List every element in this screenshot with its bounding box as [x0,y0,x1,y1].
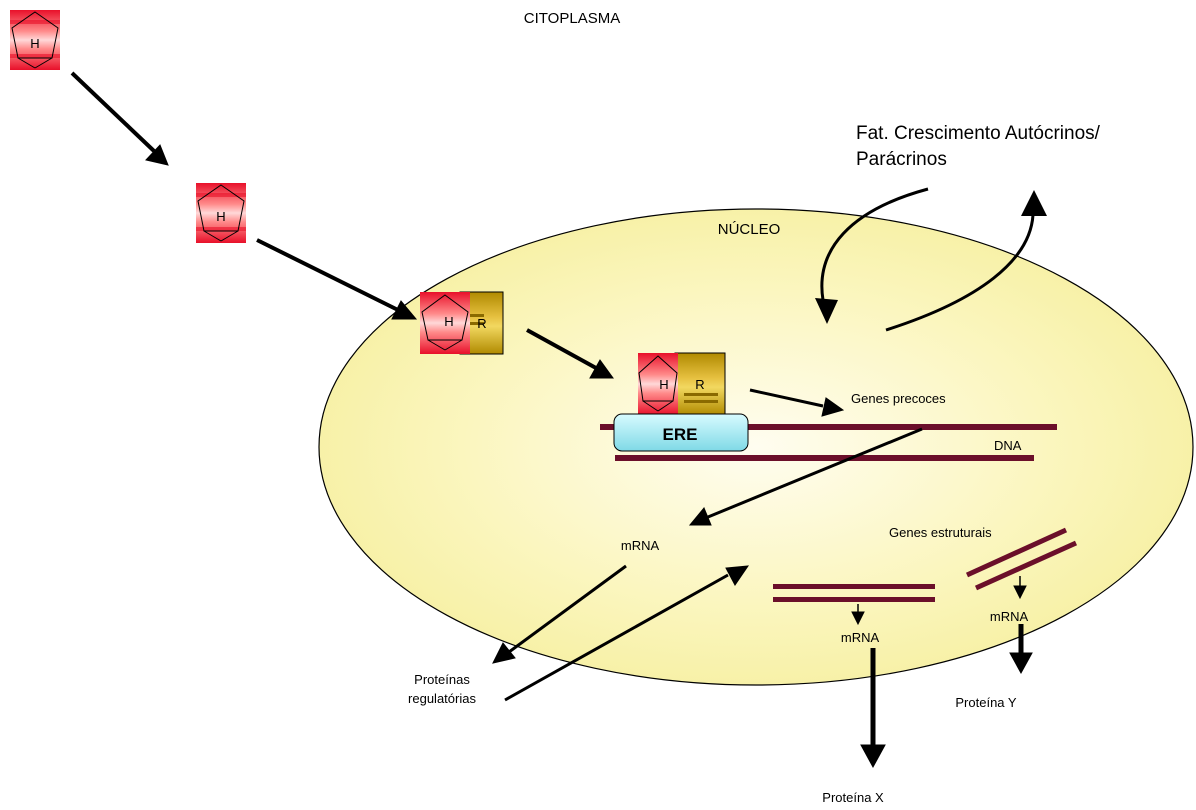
arrowhead [688,507,712,526]
dna-label: DNA [994,438,1022,453]
arrowhead [815,298,838,324]
arrows [70,71,1033,769]
hormone-receptor-complex-1: H R [420,291,504,355]
inward-curved-arrow [820,187,929,301]
hormone-label: H [216,209,225,224]
arrowhead [1009,652,1033,675]
mrna-label-1: mRNA [621,538,660,553]
arrowhead [821,397,845,417]
receptor-label: R [477,316,486,331]
growth-factors-label-line2: Parácrinos [856,149,947,170]
growth-factors-label-line1: Fat. Crescimento Autócrinos/ [856,123,1101,144]
hormone-pentagon [11,11,59,59]
mrna-label-2: mRNA [841,630,880,645]
gene-x-strand-top [773,584,935,589]
hormone-label: H [659,377,668,392]
hormone-molecule-1: H [10,10,60,70]
arrowhead [851,611,865,626]
regulatory-proteins-label-line1: Proteínas [414,672,470,687]
protein-x-label: Proteína X [822,790,884,805]
arrowhead [492,642,516,664]
hormone-label: H [30,36,39,51]
hormone-receptor-complex-2: H R [638,352,726,416]
arrowhead [391,300,418,320]
ere-label: ERE [663,425,698,444]
receptor-block [674,352,726,416]
dna-strand-top [600,424,1057,430]
arrowhead [860,744,886,769]
arrowhead [145,144,169,166]
receptor-label: R [695,377,704,392]
ere-element [613,413,749,452]
protein-y-label: Proteína Y [955,695,1017,710]
outward-curved-arrow [885,214,1035,332]
mrna-label-3: mRNA [990,609,1029,624]
arrowhead [725,565,750,586]
hormone-molecule-2: H [196,183,246,243]
nucleus-label: NÚCLEO [718,221,781,238]
growth-factor-arrows [815,187,1047,332]
arrowhead [589,359,614,379]
nucleus-ellipse [318,208,1194,686]
arrowhead [1013,585,1027,600]
gene-y-strand-bottom [974,540,1078,591]
regulatory-proteins-label-line2: regulatórias [408,691,476,706]
arrowhead [1021,190,1047,216]
structural-genes-label: Genes estruturais [889,525,992,540]
cytoplasm-label: CITOPLASMA [524,10,620,27]
hormone-label: H [444,314,453,329]
early-genes-label: Genes precoces [851,391,946,406]
dna-strand-bottom [615,455,1034,461]
gene-y-strand-top [965,527,1068,578]
gene-x-strand-bottom [773,597,935,602]
